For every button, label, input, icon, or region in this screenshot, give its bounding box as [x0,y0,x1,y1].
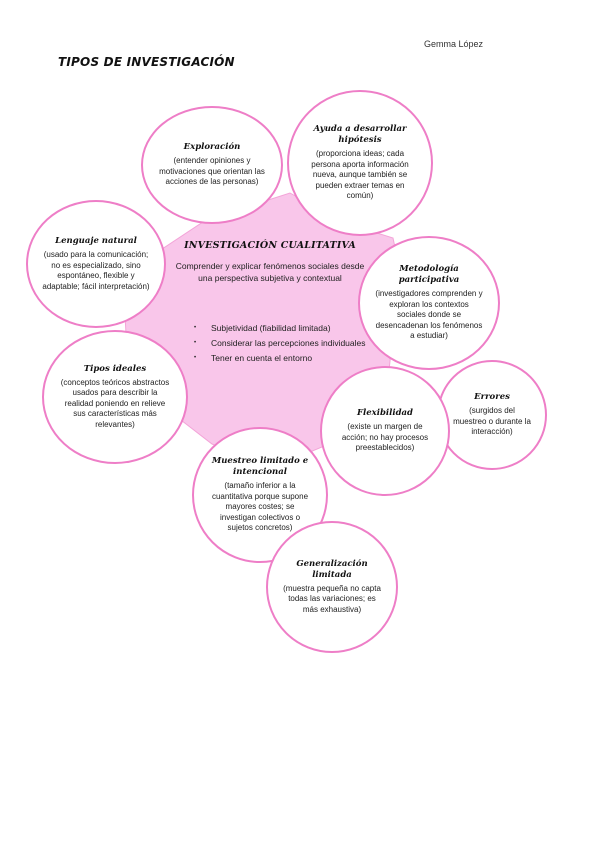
node-body: (conceptos teóricos abstractos usados pa… [60,377,170,429]
bullet-item: Subjetividad (fiabilidad limitada) [192,322,372,334]
node-body: (tamaño inferior a la cuantitativa porqu… [211,481,309,533]
node-body: (existe un margen de acción; no hay proc… [341,422,429,453]
node-body: (proporciona ideas; cada persona aporta … [311,149,409,201]
center-title: INVESTIGACIÓN CUALITATIVA [184,240,356,251]
node-title: Tipos ideales [83,363,147,374]
node-metodologia-participativa: Metodología participativa (investigadore… [358,236,500,370]
node-generalizacion-limitada: Generalización limitada (muestra pequeña… [266,521,398,653]
node-exploracion: Exploración (entender opiniones y motiva… [141,106,283,224]
node-tipos-ideales: Tipos ideales (conceptos teóricos abstra… [42,330,188,464]
node-body: (surgidos del muestreo o durante la inte… [453,406,531,437]
author-name: Gemma López [424,39,484,49]
node-title: Flexibilidad [357,408,413,419]
center-topic: INVESTIGACIÓN CUALITATIVA Comprender y e… [170,240,370,284]
node-title: Muestreo limitado e intencional [211,456,309,478]
center-subtitle: Comprender y explicar fenómenos sociales… [175,261,365,283]
page-title: TIPOS DE INVESTIGACIÓN [58,55,235,69]
node-title: Lenguaje natural [55,236,137,246]
node-title: Ayuda a desarrollar hipótesis [313,124,407,146]
node-title: Exploración [183,142,241,153]
node-hipotesis: Ayuda a desarrollar hipótesis (proporcio… [287,90,433,236]
node-body: (entender opiniones y motivaciones que o… [159,156,265,187]
node-body: (investigadores comprenden y exploran lo… [375,289,483,341]
center-bullet-list: Subjetividad (fiabilidad limitada) Consi… [192,322,372,367]
node-flexibilidad: Flexibilidad (existe un margen de acción… [320,366,450,496]
node-lenguaje-natural: Lenguaje natural (usado para la comunica… [26,200,166,328]
node-body: (usado para la comunicación; no es espec… [42,250,150,291]
node-title: Metodología participativa [398,264,460,286]
bullet-item: Considerar las percepciones individuales [192,337,372,349]
node-muestreo-limitado: Muestreo limitado e intencional (tamaño … [192,427,328,563]
node-errores: Errores (surgidos del muestreo o durante… [437,360,547,470]
node-body: (muestra pequeña no capta todas las vari… [283,583,381,614]
bullet-item: Tener en cuenta el entorno [192,352,372,364]
node-title: Generalización limitada [296,558,368,580]
node-title: Errores [474,392,510,403]
